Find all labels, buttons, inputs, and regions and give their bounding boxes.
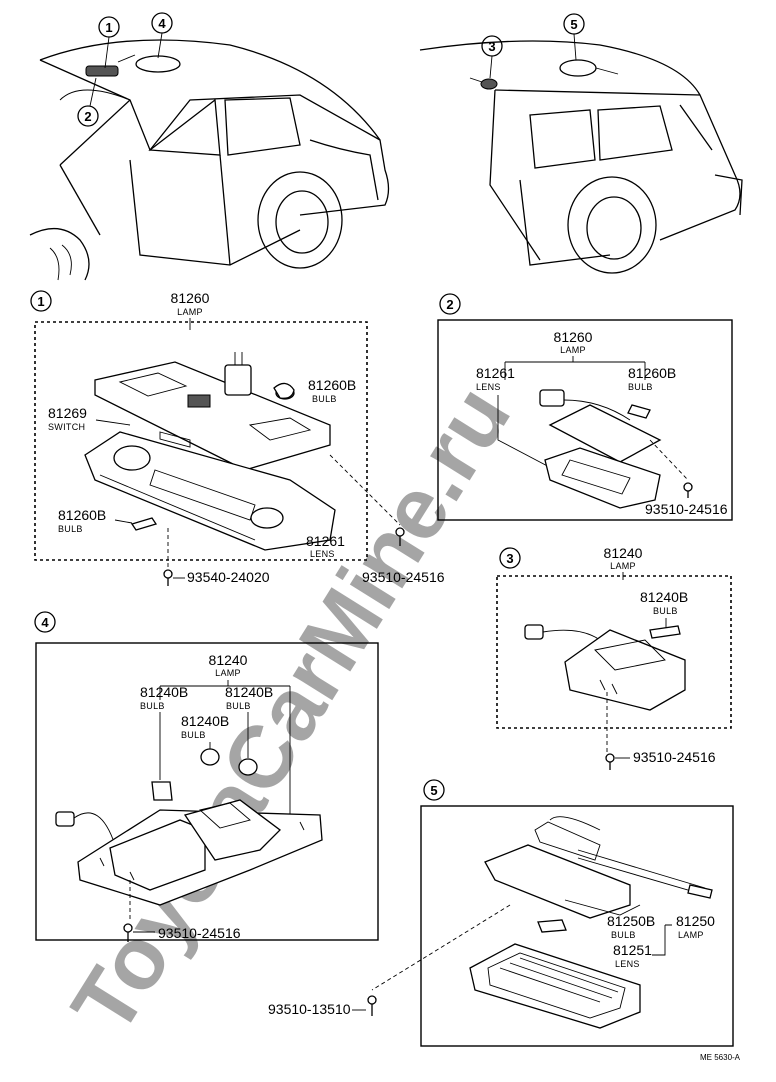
callout-5-top: 5 [563, 13, 585, 61]
screw-93510-24516-b: 93510-24516 [645, 501, 728, 517]
bulb-81240b-s4c-label: BULB [226, 701, 251, 711]
wagon-illustration [419, 40, 743, 274]
lamp-81260-label: LAMP [177, 307, 203, 317]
lens-81261-s2-label: LENS [476, 382, 501, 392]
bulb-81260b-s2-pn: 81260B [628, 365, 676, 381]
screw-93510-24516-a: 93510-24516 [362, 527, 445, 585]
bulb-81250b-pn: 81250B [607, 913, 655, 929]
lamp-81260-s2-pn: 81260 [554, 329, 593, 345]
screw-93510-13510: 93510-13510 [268, 1001, 351, 1017]
section-3: 3 81240 LAMP 81240B BULB 93510-24516 [496, 545, 732, 770]
section-4: 4 81240 LAMP 81240B BULB 81240B BULB 812… [34, 611, 379, 942]
section-4-frame [35, 642, 379, 941]
svg-text:3: 3 [506, 551, 513, 566]
sedan-illustration [29, 39, 390, 281]
svg-text:4: 4 [41, 615, 49, 630]
section-5: 5 81250B BULB 81250 LAMP 81251 LENS 9351… [268, 779, 734, 1047]
bulb-81260b-a-pn: 81260B [308, 377, 356, 393]
bulb-81240b-s4c-pn: 81240B [225, 684, 273, 700]
svg-text:2: 2 [84, 109, 91, 124]
svg-text:1: 1 [37, 294, 44, 309]
bulb-81260b-s2-label: BULB [628, 382, 653, 392]
section-3-frame [496, 575, 732, 729]
screw-93540-24020: 93540-24020 [163, 569, 270, 586]
bulb-81240b-s4b-pn: 81240B [181, 713, 229, 729]
lens-81261-label: LENS [310, 549, 335, 559]
lamp-81240-s3-pn: 81240 [604, 545, 643, 561]
screw-93510-24516-c: 93510-24516 [633, 749, 716, 765]
svg-text:4: 4 [158, 16, 166, 31]
svg-text:93510-24516: 93510-24516 [362, 569, 445, 585]
bulb-81240b-s4a-pn: 81240B [140, 684, 188, 700]
switch-81269-label: SWITCH [48, 422, 85, 432]
lamp-81240-s3-label: LAMP [610, 561, 636, 571]
lens-81261-s2-pn: 81261 [476, 365, 515, 381]
lens-81251-pn: 81251 [613, 942, 652, 958]
lamp-81250-pn: 81250 [676, 913, 715, 929]
lens-81261-pn: 81261 [306, 533, 345, 549]
callout-2-top: 2 [77, 77, 99, 127]
switch-81269-pn: 81269 [48, 405, 87, 421]
bulb-81250b-label: BULB [611, 930, 636, 940]
section-1-frame [34, 321, 368, 561]
screw-93510-24516-d: 93510-24516 [158, 925, 241, 941]
lamp-81240-s4-pn: 81240 [209, 652, 248, 668]
section-2-frame [437, 319, 733, 521]
lamp-81250-label: LAMP [678, 930, 704, 940]
callout-1-top: 1 [98, 16, 120, 69]
svg-text:93540-24020: 93540-24020 [187, 569, 270, 585]
svg-text:5: 5 [570, 17, 577, 32]
bulb-81240b-s3-label: BULB [653, 606, 678, 616]
bulb-81260b-b-pn: 81260B [58, 507, 106, 523]
svg-text:1: 1 [105, 20, 112, 35]
lamp-81240-s4-label: LAMP [215, 668, 241, 678]
lamp-81260-pn: 81260 [171, 290, 210, 306]
bulb-81240b-s3-pn: 81240B [640, 589, 688, 605]
svg-text:2: 2 [446, 297, 453, 312]
lens-81251-label: LENS [615, 959, 640, 969]
lamp-81260-s2-label: LAMP [560, 345, 586, 355]
section-2: 2 81260 LAMP 81261 LENS 81260B BULB 9351… [437, 293, 733, 521]
bulb-81260b-b-label: BULB [58, 524, 83, 534]
svg-text:3: 3 [488, 39, 495, 54]
callout-4-top: 4 [151, 12, 173, 59]
bulb-81240b-s4a-label: BULB [140, 701, 165, 711]
bulb-81240b-s4b-label: BULB [181, 730, 206, 740]
svg-text:5: 5 [430, 783, 437, 798]
section-5-frame [420, 805, 734, 1047]
callout-3-top: 3 [481, 35, 503, 79]
section-1: 1 81260 LAMP 81260B BULB 81269 SWITCH 81… [30, 290, 401, 568]
diagram-code: ME 5630-A [700, 1053, 741, 1062]
bulb-81260b-a-label: BULB [312, 394, 337, 404]
